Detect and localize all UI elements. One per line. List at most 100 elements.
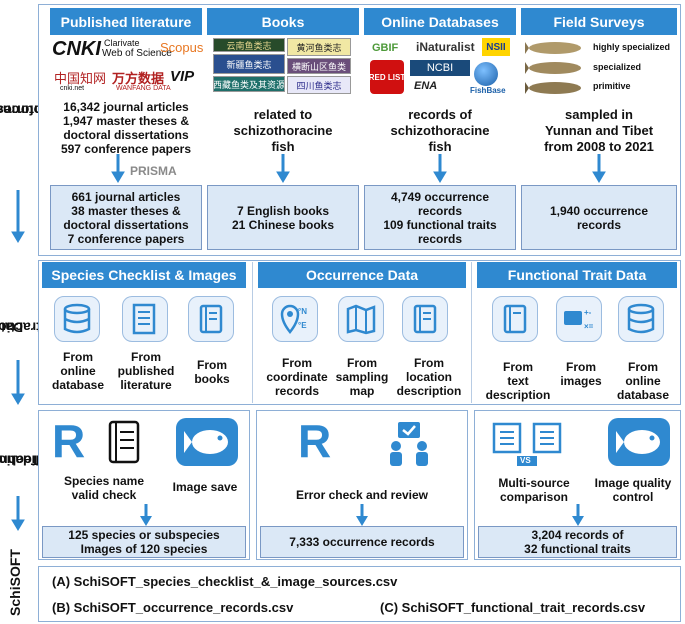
extract-label-text-description: From text description bbox=[484, 360, 552, 402]
zhiwang-logo: 中国知网 bbox=[54, 72, 107, 87]
label-line: valid check bbox=[71, 488, 137, 502]
books-desc-line: fish bbox=[271, 139, 295, 154]
r-language-icon: R bbox=[52, 415, 86, 467]
source-arrows bbox=[111, 154, 606, 183]
label-line: Species name bbox=[63, 474, 145, 488]
checklist-result-box: 125 species or subspecies Images of 120 … bbox=[42, 526, 246, 558]
occurrence-result-box: 7,333 occurrence records bbox=[260, 526, 464, 558]
book-cover: 云南鱼类志 bbox=[213, 38, 285, 52]
field-result-line: records bbox=[576, 217, 622, 232]
header-published-literature: Published literature bbox=[50, 8, 202, 35]
book-cover: 西藏鱼类及其资源 bbox=[213, 76, 285, 92]
row-label-schisoft-text: SchiSOFT bbox=[6, 548, 23, 616]
occurrence-result-line: 7,333 occurrence records bbox=[289, 535, 435, 549]
prisma-label: PRISMA bbox=[130, 164, 177, 178]
label-line: images bbox=[560, 374, 602, 388]
label-line: Image quality bbox=[594, 476, 672, 490]
published-result-line: 7 conference papers bbox=[67, 231, 185, 246]
validation-label-multi-source: Multi-source comparison bbox=[484, 476, 584, 504]
label-line: map bbox=[349, 384, 375, 398]
label-line: From bbox=[282, 356, 312, 370]
databases-desc-line: fish bbox=[428, 139, 452, 154]
label-line: sampling bbox=[335, 370, 389, 384]
checklist-result-line: Images of 120 species bbox=[80, 542, 208, 556]
output-file-b: (B) SchiSOFT_occurrence_records.csv bbox=[52, 600, 294, 615]
label-line: description bbox=[396, 384, 462, 398]
cnki-net-logo: cnki.net bbox=[60, 85, 85, 92]
books-desc-line: related to bbox=[253, 107, 313, 122]
validation-label-image-save: Image save bbox=[172, 480, 238, 494]
databases-description: records of schizothoracine fish bbox=[364, 107, 516, 155]
text-document-icon bbox=[492, 296, 538, 342]
fishbase-globe-icon bbox=[474, 62, 498, 86]
book-cover: 新疆鱼类志 bbox=[213, 54, 285, 74]
ncbi-logo: NCBI bbox=[410, 60, 470, 76]
label-line: From bbox=[503, 360, 533, 374]
book-cover: 黄河鱼类志 bbox=[287, 38, 351, 56]
published-logos: CNKI Clarivate Web of Science Scopus 中国知… bbox=[52, 38, 204, 96]
ena-logo: ENA bbox=[414, 80, 438, 92]
svg-text:+-: +- bbox=[584, 308, 592, 317]
published-stat-line: 1,947 master theses & bbox=[62, 114, 190, 128]
database-icon bbox=[618, 296, 664, 342]
fish-icon bbox=[525, 62, 581, 74]
vs-label: VS bbox=[520, 456, 531, 465]
label-line: From bbox=[131, 350, 161, 364]
published-stat-line: 597 conference papers bbox=[60, 142, 192, 156]
label-line: text bbox=[507, 374, 529, 388]
fish-icon bbox=[525, 42, 581, 54]
books-description: related to schizothoracine fish bbox=[207, 107, 359, 155]
field-description: sampled in Yunnan and Tibet from 2008 to… bbox=[521, 107, 677, 155]
field-desc-line: from 2008 to 2021 bbox=[544, 139, 654, 154]
validation-label-image-quality: Image quality control bbox=[586, 476, 680, 504]
r-language-icon: R bbox=[298, 415, 332, 467]
extract-label-images: From images bbox=[552, 360, 610, 388]
image-measure-icon: +- ×= bbox=[556, 296, 602, 342]
extract-label-published-literature: From published literature bbox=[112, 350, 180, 392]
row-label-information-sources: Informationsources bbox=[0, 10, 49, 210]
fish-quality-icon bbox=[608, 418, 670, 466]
row-label-schisoft: SchiSOFT bbox=[0, 540, 30, 624]
label-line: literature bbox=[120, 378, 172, 392]
book-covers: 云南鱼类志 黄河鱼类志 新疆鱼类志 横断山区鱼类 西藏鱼类及其资源 四川鱼类志 bbox=[213, 38, 355, 96]
traits-result-line: 32 functional traits bbox=[524, 542, 631, 556]
cnki-logo: CNKI bbox=[52, 38, 101, 60]
book-cover: 横断山区鱼类 bbox=[287, 58, 351, 74]
traits-result-box: 3,204 records of 32 functional traits bbox=[478, 526, 677, 558]
label-line: online bbox=[60, 364, 96, 378]
checklist-result-line: 125 species or subspecies bbox=[68, 528, 220, 542]
redlist-logo: RED LIST bbox=[370, 60, 404, 94]
svg-text:°E: °E bbox=[298, 321, 307, 330]
output-file-c: (C) SchiSOFT_functional_trait_records.cs… bbox=[380, 600, 646, 615]
database-icon bbox=[54, 296, 100, 342]
label-line: From bbox=[566, 360, 596, 374]
schisoft-output-panel bbox=[38, 566, 681, 622]
database-logos: GBIF iNaturalist NSII RED LIST NCBI ENA … bbox=[370, 38, 512, 96]
label-line: records bbox=[274, 384, 320, 398]
published-result-line: 661 journal articles bbox=[71, 189, 181, 204]
extract-label-location-description: From location description bbox=[394, 356, 464, 398]
databases-result-line: records bbox=[417, 231, 463, 246]
label-line: From bbox=[628, 360, 658, 374]
label-line: From bbox=[414, 356, 444, 370]
comparison-icon: VS bbox=[490, 420, 570, 471]
field-result-line: 1,940 occurrence bbox=[549, 203, 649, 218]
down-arrow-icon bbox=[140, 504, 152, 526]
label-line: From bbox=[63, 350, 93, 364]
field-desc-line: sampled in bbox=[565, 107, 633, 122]
document-icon bbox=[402, 296, 448, 342]
fish-label-specialized: specialized bbox=[593, 62, 642, 72]
gbif-logo: GBIF bbox=[372, 42, 399, 54]
svg-text:×=: ×= bbox=[584, 322, 594, 331]
extract-label-online-database: From online database bbox=[612, 360, 674, 402]
field-result-box: 1,940 occurrence records bbox=[521, 185, 677, 250]
label-line: From bbox=[197, 358, 227, 372]
books-result-line: 21 Chinese books bbox=[231, 217, 335, 232]
scopus-logo: Scopus bbox=[160, 40, 204, 55]
traits-result-line: 3,204 records of bbox=[531, 528, 624, 542]
books-desc-line: schizothoracine bbox=[233, 123, 333, 138]
label-line: From bbox=[347, 356, 377, 370]
location-pin-icon: °N°E bbox=[272, 296, 318, 342]
clarivate-logo: Clarivate bbox=[104, 38, 140, 48]
extract-label-books: From books bbox=[184, 358, 240, 386]
